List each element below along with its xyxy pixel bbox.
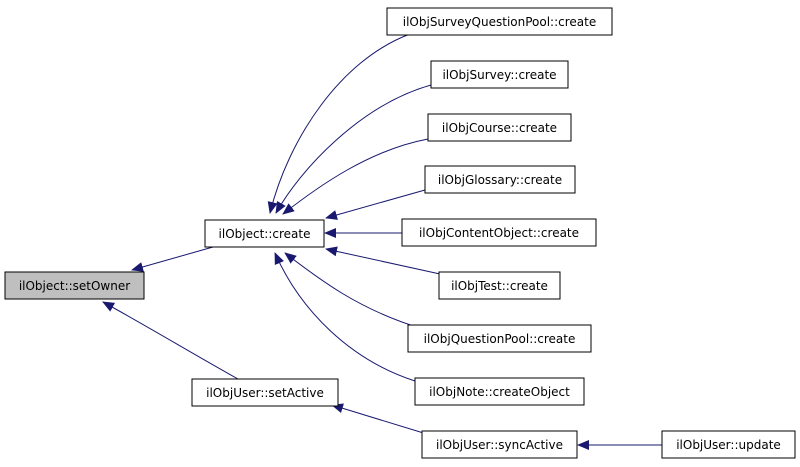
node-label: ilObjSurvey::create — [442, 68, 556, 82]
node-course[interactable]: ilObjCourse::create — [427, 113, 572, 142]
node-label: ilObjCourse::create — [442, 121, 557, 135]
node-surveyqp[interactable]: ilObjSurveyQuestionPool::create — [386, 7, 613, 36]
edge-test-to-create — [325, 246, 441, 275]
node-setactive[interactable]: ilObjUser::setActive — [191, 378, 339, 407]
node-label: ilObjUser::syncActive — [436, 438, 563, 452]
node-test[interactable]: ilObjTest::create — [438, 271, 561, 300]
node-label: ilObjNote::createObject — [429, 385, 570, 399]
node-label: ilObjQuestionPool::create — [424, 332, 576, 346]
node-update[interactable]: ilObjUser::update — [661, 430, 796, 459]
node-label: ilObjUser::setActive — [206, 386, 324, 400]
node-syncactive[interactable]: ilObjUser::syncActive — [421, 430, 578, 459]
edges-layer — [102, 33, 662, 450]
node-questionpool[interactable]: ilObjQuestionPool::create — [407, 324, 592, 353]
node-label: ilObjSurveyQuestionPool::create — [403, 15, 596, 29]
edge-questionpool-to-create — [284, 252, 421, 329]
edge-course-to-create — [282, 138, 429, 215]
nodes-layer: ilObject::setOwner ilObject::create ilOb… — [4, 7, 796, 459]
node-contentobj[interactable]: ilObjContentObject::create — [401, 218, 597, 247]
edge-create-to-setowner — [131, 246, 214, 272]
node-label: ilObjTest::create — [451, 279, 548, 293]
edge-setactive-to-setowner — [102, 301, 239, 380]
node-label: ilObjContentObject::create — [419, 226, 579, 240]
edge-note-to-create — [274, 252, 416, 382]
edge-surveyqp-to-create — [267, 33, 411, 214]
node-label: ilObjGlossary::create — [438, 173, 562, 187]
node-label: ilObjUser::update — [676, 438, 781, 452]
node-create[interactable]: ilObject::create — [204, 219, 325, 248]
node-note[interactable]: ilObjNote::createObject — [414, 377, 585, 406]
node-glossary[interactable]: ilObjGlossary::create — [424, 165, 576, 194]
node-label: ilObject::setOwner — [19, 279, 130, 293]
edge-glossary-to-create — [325, 189, 426, 220]
edge-syncactive-to-setactive — [331, 403, 431, 436]
node-label: ilObject::create — [219, 227, 311, 241]
edge-survey-to-create — [275, 84, 432, 214]
node-survey[interactable]: ilObjSurvey::create — [430, 60, 569, 89]
node-setowner[interactable]: ilObject::setOwner — [4, 271, 145, 300]
